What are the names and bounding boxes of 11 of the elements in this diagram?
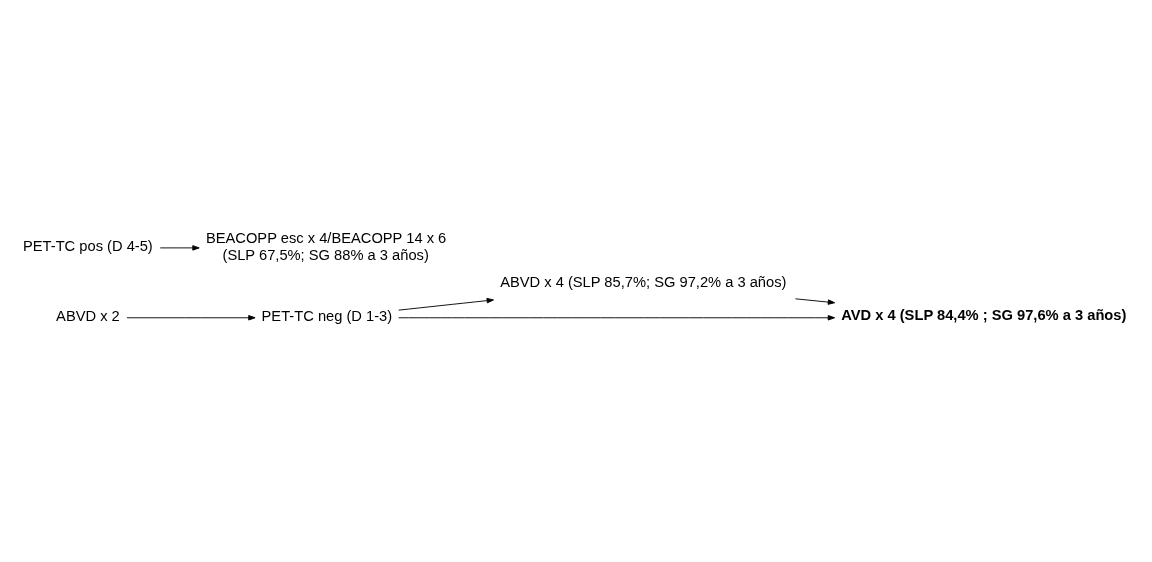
node-text: PET-TC neg (D 1-3) — [261, 308, 393, 325]
node-text: ABVD x 4 (SLP 85,7%; SG 97,2% a 3 años) — [500, 274, 787, 291]
node-text: ABVD x 2 — [56, 308, 120, 325]
arrow — [398, 297, 494, 311]
arrow — [398, 315, 836, 321]
node-text: BEACOPP esc x 4/BEACOPP 14 x 6 (SLP 67,5%; SG 88% a 3 años) — [205, 230, 447, 263]
arrow — [159, 245, 200, 251]
arrow — [126, 315, 256, 321]
node-text: AVD x 4 (SLP 84,4% ; SG 97,6% a 3 años) — [841, 307, 1127, 324]
arrow — [795, 298, 836, 305]
node-text: PET-TC pos (D 4-5) — [23, 238, 153, 255]
